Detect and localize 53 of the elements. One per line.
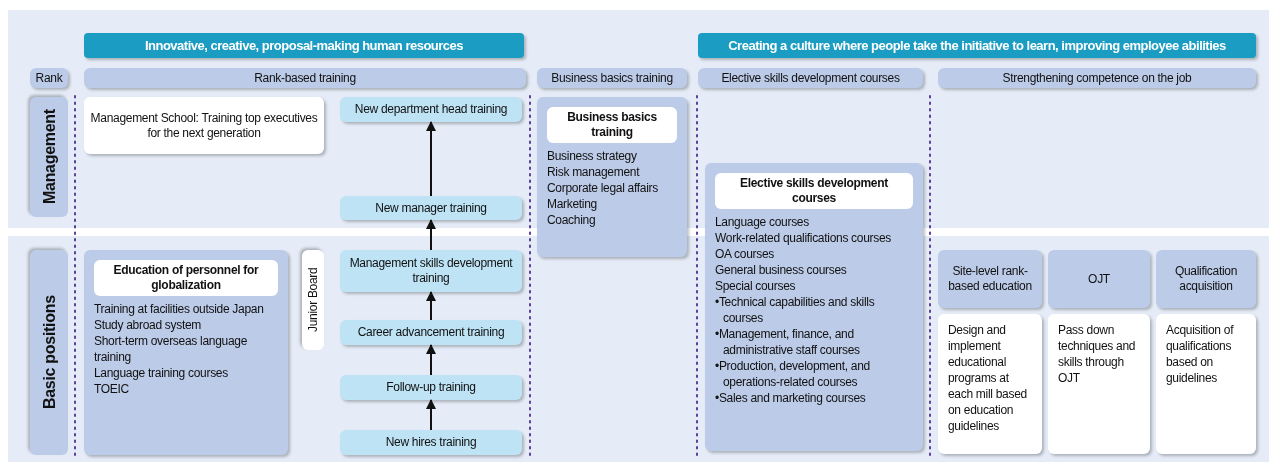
category-box: Qualification acquisition xyxy=(1156,250,1256,308)
training-step-box: New hires training xyxy=(340,430,522,455)
course-item: Risk management xyxy=(547,164,641,180)
banner: Innovative, creative, proposal-making human resources xyxy=(84,33,524,58)
arrow xyxy=(426,291,436,321)
course-item: Coaching xyxy=(547,212,597,228)
training-step-box: New department head training xyxy=(340,97,522,122)
course-panel xyxy=(84,250,288,455)
training-step-box: Management skills development training xyxy=(340,250,522,292)
course-item: Marketing xyxy=(547,196,598,212)
course-item: Special courses xyxy=(715,278,797,294)
column-header: Rank xyxy=(30,68,68,88)
row-header: Basic positions xyxy=(30,250,68,455)
column-header: Strengthening competence on the job xyxy=(938,68,1256,88)
description-card: Design and implement educational programs at each mill based on education guidelines xyxy=(938,314,1042,454)
course-item: General business courses xyxy=(715,262,848,278)
program-box: Management School: Training top executives for the next generation xyxy=(84,97,324,154)
course-item: •Sales and marketing courses xyxy=(715,390,867,406)
course-item: OA courses xyxy=(715,246,776,262)
course-item: Short-term overseas language training xyxy=(94,333,249,365)
course-item: Study abroad system xyxy=(94,317,203,333)
course-item: Language courses xyxy=(715,214,810,230)
column-header: Rank-based training xyxy=(84,68,526,88)
arrow xyxy=(426,219,436,251)
row-header: Management xyxy=(30,97,68,217)
course-item: •Production, development, and operations-related courses xyxy=(715,358,871,390)
course-item: Training at facilities outside Japan xyxy=(94,301,265,317)
course-item: Corporate legal affairs xyxy=(547,180,659,196)
course-item: Work-related qualifications courses xyxy=(715,230,893,246)
column-header: Business basics training xyxy=(537,68,687,88)
arrow xyxy=(426,121,436,197)
panel-heading: Elective skills development courses xyxy=(715,173,913,209)
course-panel xyxy=(537,97,687,257)
arrow xyxy=(426,344,436,376)
training-step-box: New manager training xyxy=(340,196,522,220)
course-panel xyxy=(705,163,923,451)
category-box: Site-level rank-based education xyxy=(938,250,1042,308)
banner: Creating a culture where people take the initiative to learn, improving employee abilities xyxy=(698,33,1256,58)
panel-heading: Education of personnel for globalization xyxy=(94,260,278,296)
panel-heading: Business basics training xyxy=(547,107,677,143)
course-item: TOEIC xyxy=(94,381,130,397)
course-item: •Technical capabilities and skills courses xyxy=(715,294,876,326)
program-box: Junior Board xyxy=(302,250,324,350)
description-card: Pass down techniques and skills through OJT xyxy=(1048,314,1150,454)
description-card: Acquisition of qualifications based on guidelines xyxy=(1156,314,1256,454)
course-item: Language training courses xyxy=(94,365,229,381)
training-step-box: Follow-up training xyxy=(340,375,522,400)
arrow xyxy=(426,399,436,431)
column-header: Elective skills development courses xyxy=(698,68,923,88)
course-item: Business strategy xyxy=(547,148,638,164)
training-step-box: Career advancement training xyxy=(340,320,522,345)
course-item: •Management, finance, and administrative staff courses xyxy=(715,326,861,358)
category-box: OJT xyxy=(1048,250,1150,308)
